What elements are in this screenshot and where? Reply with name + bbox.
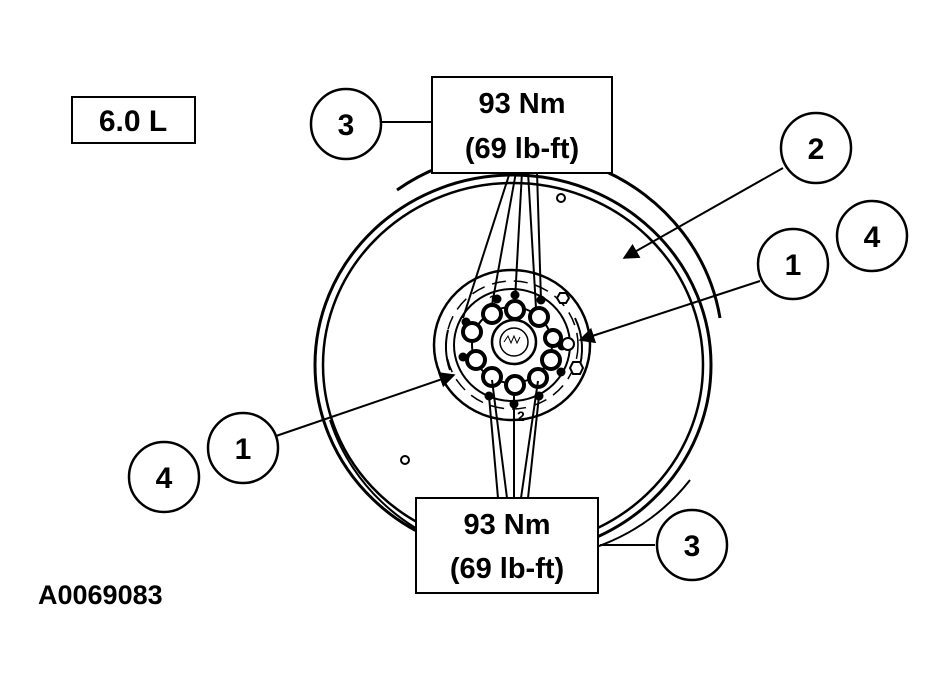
callout-label: 3 [338, 109, 355, 142]
torque-bottom-lbft: (69 lb-ft) [450, 553, 564, 585]
callout-label: 1 [235, 433, 252, 466]
callout-right-outer: 4 [835, 199, 909, 273]
callout-label: 1 [785, 249, 802, 282]
hole-marker-bottom: 2 [517, 408, 525, 424]
callout-label: 4 [156, 462, 173, 495]
flywheel-hub [432, 268, 592, 422]
engine-badge-box [71, 96, 196, 144]
callout-left-arrow: 1 [206, 411, 280, 485]
flywheel-bolts [461, 299, 563, 396]
callout-left-outer: 4 [127, 440, 201, 514]
callout-top-left: 3 [309, 87, 383, 161]
callout-label: 4 [864, 221, 881, 254]
arrows [275, 121, 784, 546]
torque-box-bottom [415, 497, 599, 594]
callout-right-arrow: 1 [756, 227, 830, 301]
torque-top-lbft: (69 lb-ft) [465, 133, 579, 165]
torque-top-nm: 93 Nm [478, 88, 565, 120]
balance-hole [400, 455, 410, 465]
top-torque-leaders [462, 171, 542, 319]
torque-bottom-nm: 93 Nm [463, 509, 550, 541]
figure-id: A0069083 [38, 580, 163, 610]
callout-bottom-right: 3 [655, 508, 729, 582]
bottom-torque-leaders [488, 379, 540, 499]
flywheel-dowels [458, 290, 567, 409]
callout-label: 2 [808, 133, 825, 166]
balance-hole [556, 193, 566, 203]
hex-nuts [555, 292, 585, 375]
engine-badge: 6.0 L [99, 105, 167, 138]
callout-label: 3 [684, 530, 701, 563]
center-detail [503, 334, 521, 345]
torque-box-top [431, 76, 613, 174]
callout-upper-right: 2 [779, 111, 853, 185]
